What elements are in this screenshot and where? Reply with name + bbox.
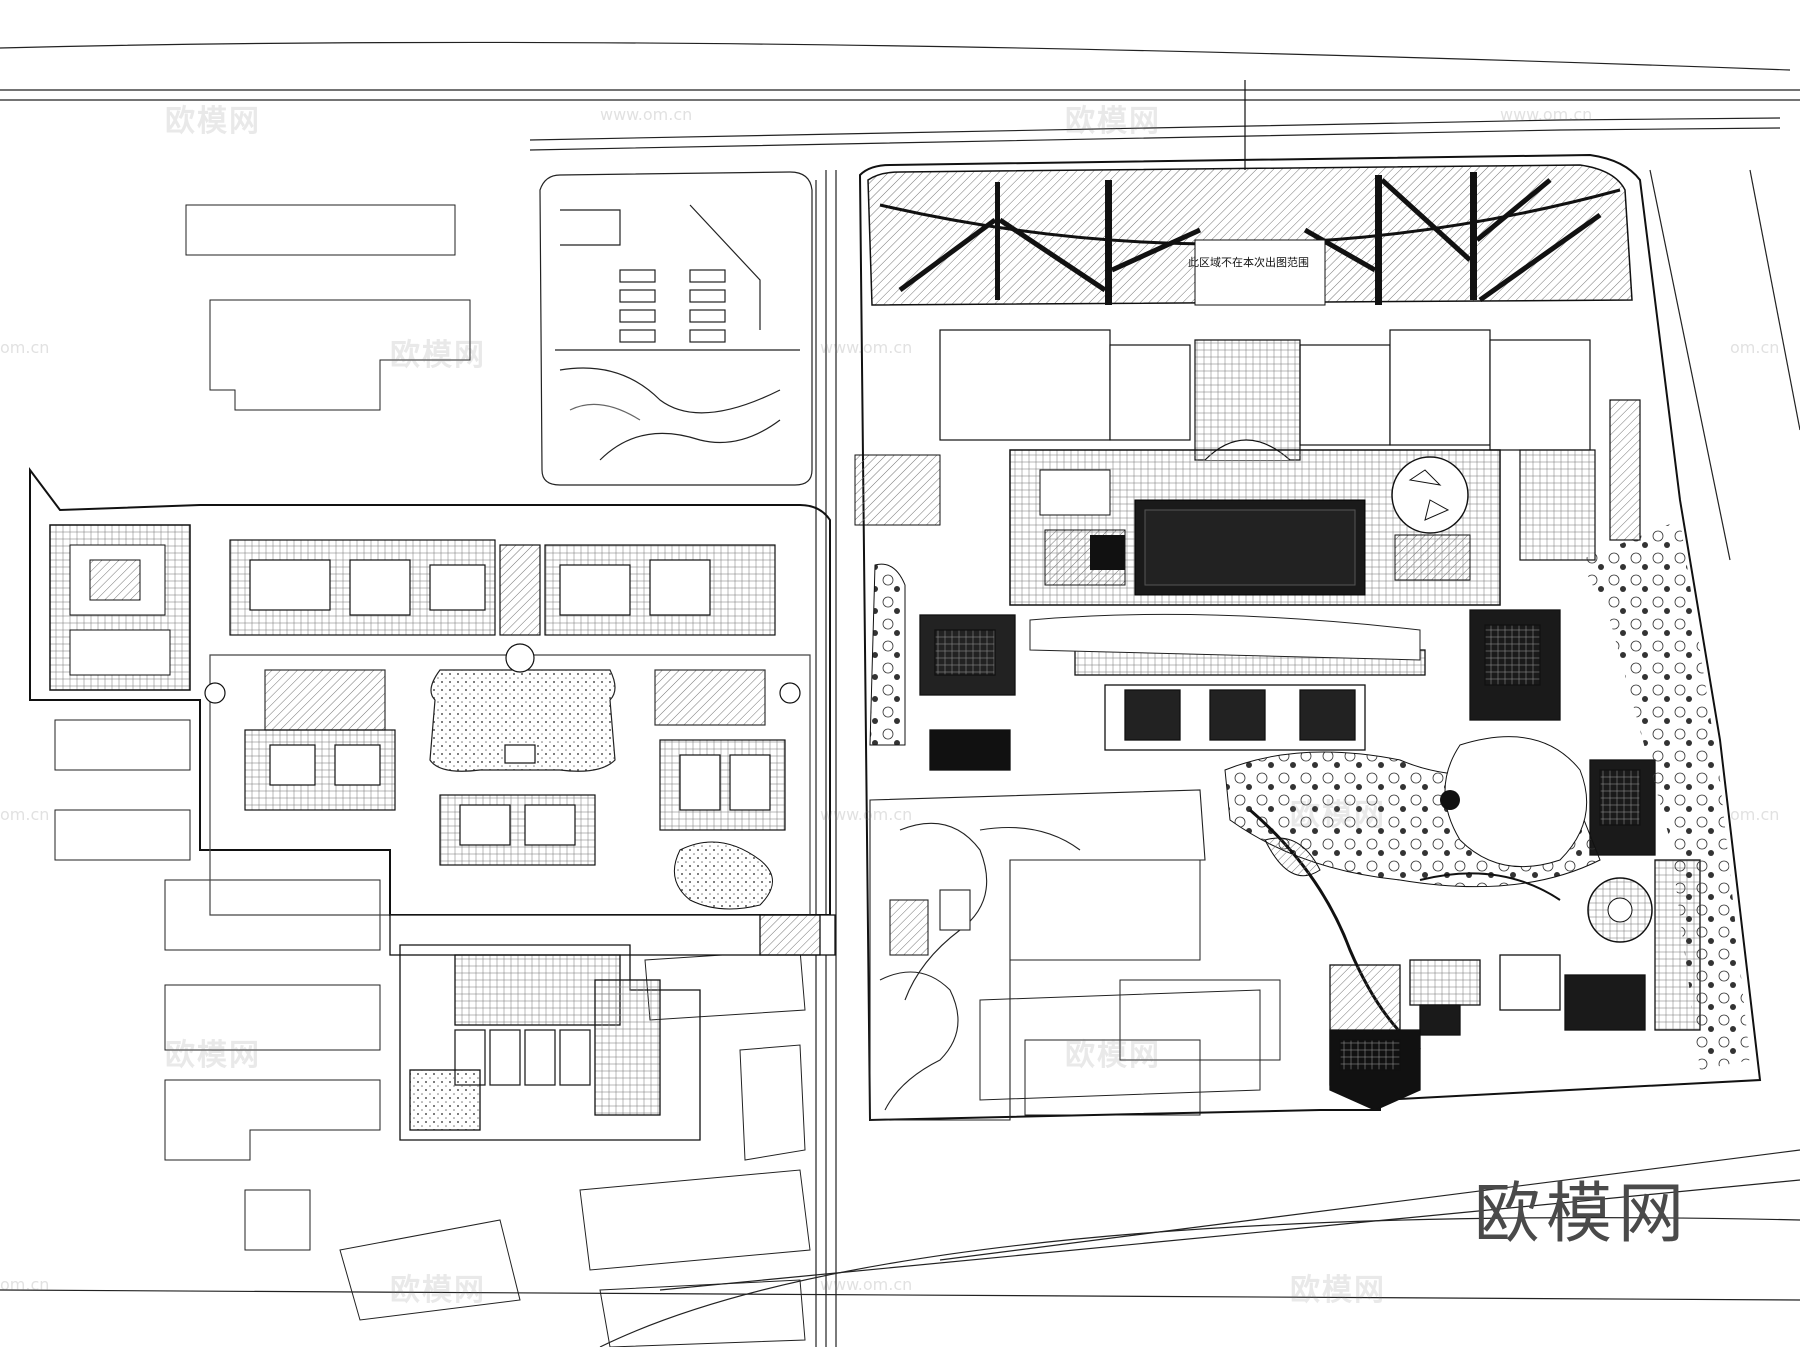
watermark-url: www.om.cn [600,105,693,124]
east-edge-trees [1580,520,1750,1070]
east-north-buildings [939,329,1641,561]
east-entry-plaza [854,454,941,526]
watermark-url: www.om.cn [820,805,913,824]
watermark-url: www.om.cn [1500,105,1593,124]
west-central-garden [204,643,811,916]
parking-lot [539,171,813,486]
watermark-text: 欧模网 [1065,104,1161,139]
west-community [29,467,836,1141]
watermark-url-short: om.cn [0,805,50,824]
west-north-buildings [229,539,776,636]
east-central-garden [1029,613,1653,1052]
east-pool-complex [1009,449,1501,606]
west-clubhouse [49,524,191,691]
watermark-url-short: om.cn [1730,805,1780,824]
east-south-buildings [1329,859,1701,1111]
watermark-url: www.om.cn [820,338,913,357]
watermark-text: 欧模网 [390,1273,486,1308]
east-west-lawn [869,563,906,746]
parking-bays [619,269,726,343]
plaza-diagonals [898,178,1602,303]
watermark-url-short: om.cn [1730,338,1780,357]
watermark-url: www.om.cn [820,1275,913,1294]
plan-note-excluded-area: 此区域不在本次出图范围 [1188,256,1309,269]
neighbour-buildings [54,204,1281,1347]
road-lines [0,41,1800,1347]
west-pond [673,841,773,910]
watermark-text: 欧模网 [165,1038,261,1073]
east-community [854,153,1762,1122]
west-mid-buildings [244,729,786,866]
north-plaza-excluded [867,164,1633,306]
plaza-black-bands [995,172,1477,305]
watermark-text: 欧模网 [165,104,261,139]
watermark-text: 欧模网 [1290,1273,1386,1308]
west-south-buildings [389,914,836,1141]
brand-logo-text: 欧模网 [1474,1175,1690,1252]
watermark-url-short: om.cn [0,1275,50,1294]
watermark-text: 欧模网 [1290,798,1386,833]
watermark-url-short: om.cn [0,338,50,357]
east-southwest-garden [869,789,1206,1121]
watermark-text: 欧模网 [390,338,486,373]
watermark-text: 欧模网 [1065,1038,1161,1073]
